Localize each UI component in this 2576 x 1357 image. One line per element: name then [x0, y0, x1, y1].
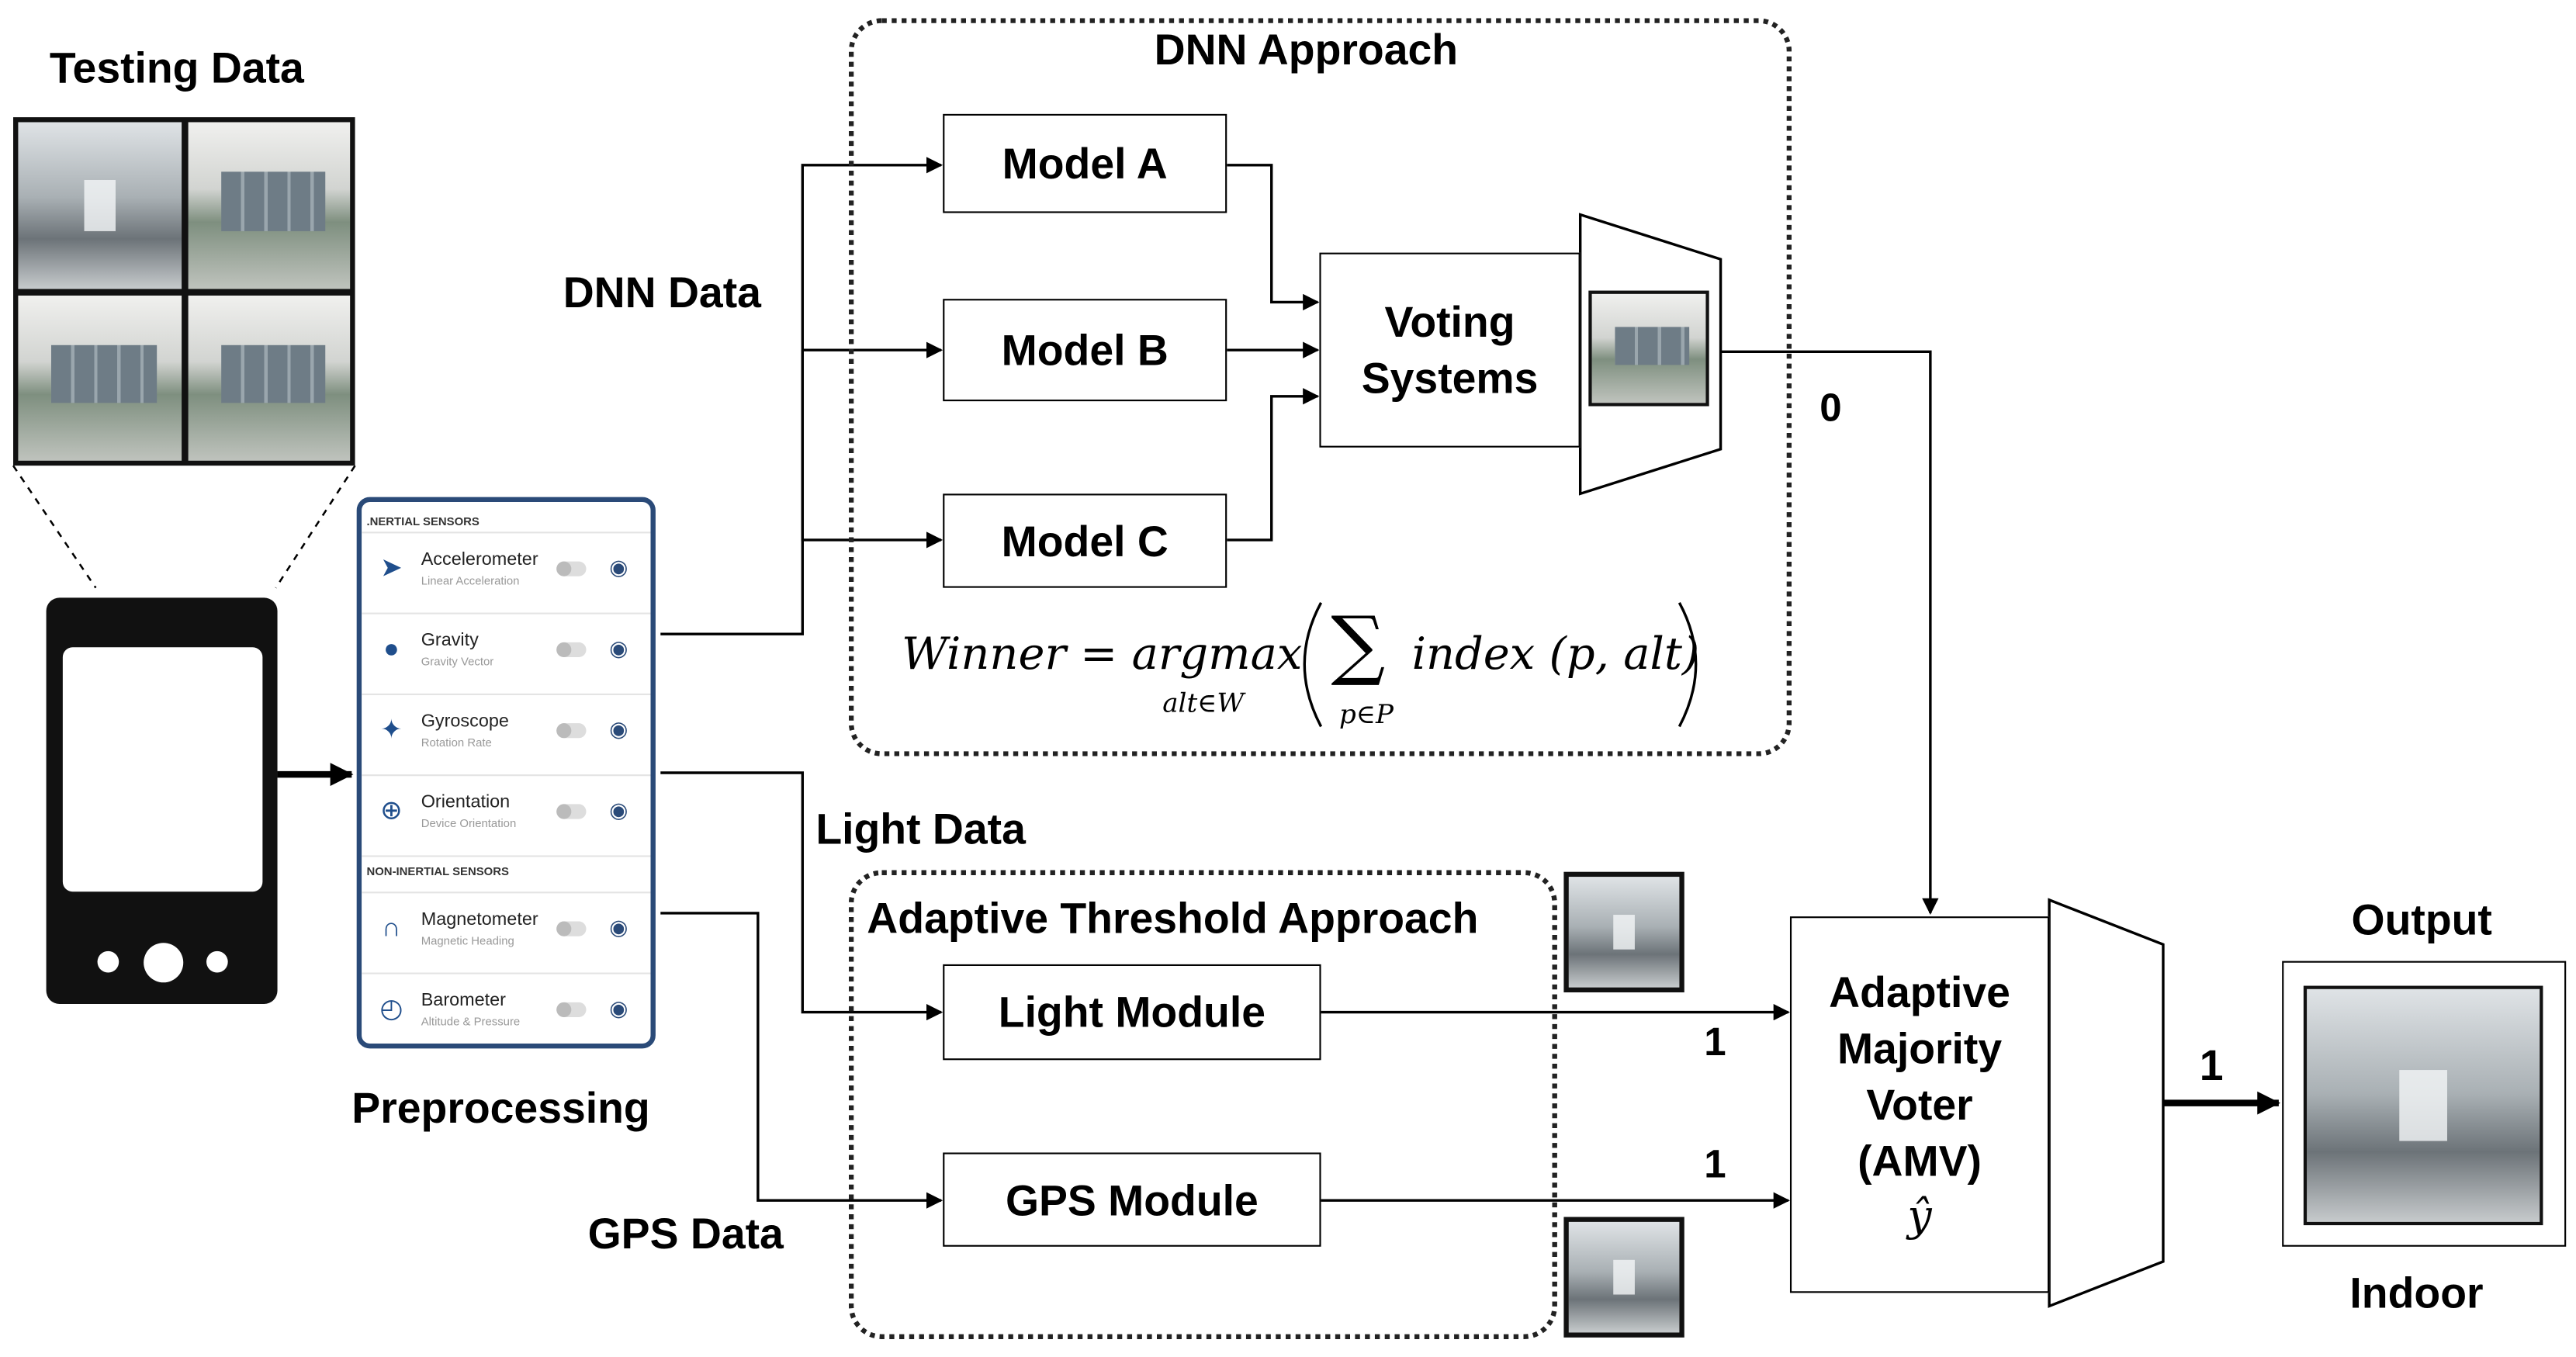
sensor-row-accelerometer[interactable]: ➤ Accelerometer Linear Acceleration ◉ [362, 531, 651, 612]
eye-icon[interactable]: ◉ [609, 635, 628, 661]
toggle-switch[interactable] [556, 921, 587, 936]
formula-argmax-subscript: alt∈W [1162, 687, 1245, 718]
gps-output-value: 1 [1704, 1142, 1726, 1188]
model-b-box: Model B [943, 299, 1227, 402]
dnn-output-value: 0 [1819, 386, 1842, 431]
output-frame [2282, 961, 2567, 1247]
eye-icon[interactable]: ◉ [609, 797, 628, 822]
eye-icon[interactable]: ◉ [609, 555, 628, 580]
output-label: Output [2351, 895, 2492, 945]
amv-box: Adaptive Majority Voter (AMV) ŷ [1789, 916, 2050, 1293]
dnn-approach-title: DNN Approach [1154, 24, 1459, 74]
sensor-row-barometer[interactable]: ◴ Barometer Altitude & Pressure ◉ [362, 972, 651, 1044]
light-output-value: 1 [1704, 1020, 1726, 1065]
dnn-data-label: DNN Data [563, 267, 761, 317]
amv-output-value: 1 [2199, 1040, 2224, 1090]
sensor-row-orientation[interactable]: ⊕ Orientation Device Orientation ◉ [362, 774, 651, 855]
formula-sum-subscript: p∈P [1338, 698, 1394, 730]
voting-output-image [1588, 290, 1709, 407]
phone-screen [62, 647, 263, 892]
light-corridor-image [1563, 871, 1684, 993]
model-c-box: Model C [943, 493, 1227, 588]
sensor-row-gyroscope[interactable]: ✦ Gyroscope Rotation Rate ◉ [362, 693, 651, 774]
toggle-switch[interactable] [556, 723, 587, 739]
output-corridor-image [2303, 985, 2543, 1226]
model-a-box: Model A [943, 113, 1227, 213]
light-data-label: Light Data [815, 804, 1026, 854]
winner-formula-rhs: index (p, alt) [1411, 628, 1700, 680]
eye-icon[interactable]: ◉ [609, 995, 628, 1021]
light-module-box: Light Module [943, 964, 1321, 1061]
adaptive-threshold-title: Adaptive Threshold Approach [867, 893, 1479, 943]
preprocessing-label: Preprocessing [351, 1083, 650, 1133]
rocket-icon: ➤ [380, 555, 403, 583]
testing-data-image-grid [13, 117, 355, 466]
toggle-switch[interactable] [556, 1002, 587, 1017]
gps-corridor-image [1563, 1217, 1684, 1338]
apple-icon: ● [383, 635, 400, 664]
indoor-label: Indoor [2349, 1268, 2484, 1318]
glass-door-photo [188, 295, 351, 461]
amv-output-trapezoid [2048, 898, 2165, 1308]
orbit-icon: ⊕ [380, 797, 403, 826]
magnet-icon: ∩ [382, 915, 401, 943]
inertial-sensors-header: .NERTIAL SENSORS [366, 517, 480, 529]
lobby-photo [18, 295, 182, 461]
dnn-approach-region [848, 18, 1792, 756]
gps-data-label: GPS Data [587, 1208, 784, 1258]
toggle-switch[interactable] [556, 642, 587, 658]
winner-formula-lhs: Winner = argmax [901, 628, 1303, 680]
toggle-switch[interactable] [556, 804, 587, 819]
gauge-icon: ◴ [379, 995, 403, 1024]
summation-symbol: ∑ [1331, 599, 1386, 689]
y-hat-symbol: ŷ [1907, 1192, 1932, 1242]
eye-icon[interactable]: ◉ [609, 915, 628, 940]
gps-module-box: GPS Module [943, 1152, 1321, 1247]
corridor-photo [18, 122, 182, 289]
testing-data-label: Testing Data [49, 43, 304, 93]
adaptive-threshold-region [848, 870, 1557, 1339]
patio-photo [188, 122, 351, 289]
sensor-row-gravity[interactable]: ● Gravity Gravity Vector ◉ [362, 612, 651, 694]
star-icon: ✦ [380, 716, 403, 745]
smartphone-icon [46, 597, 278, 1004]
non-inertial-sensors-header: NON-INERTIAL SENSORS [362, 855, 651, 891]
eye-icon[interactable]: ◉ [609, 716, 628, 742]
toggle-switch[interactable] [556, 561, 587, 576]
sensor-row-magnetometer[interactable]: ∩ Magnetometer Magnetic Heading ◉ [362, 891, 651, 972]
sensor-preprocessing-panel: .NERTIAL SENSORS ➤ Accelerometer Linear … [356, 497, 656, 1049]
voting-systems-box: Voting Systems [1319, 252, 1581, 448]
